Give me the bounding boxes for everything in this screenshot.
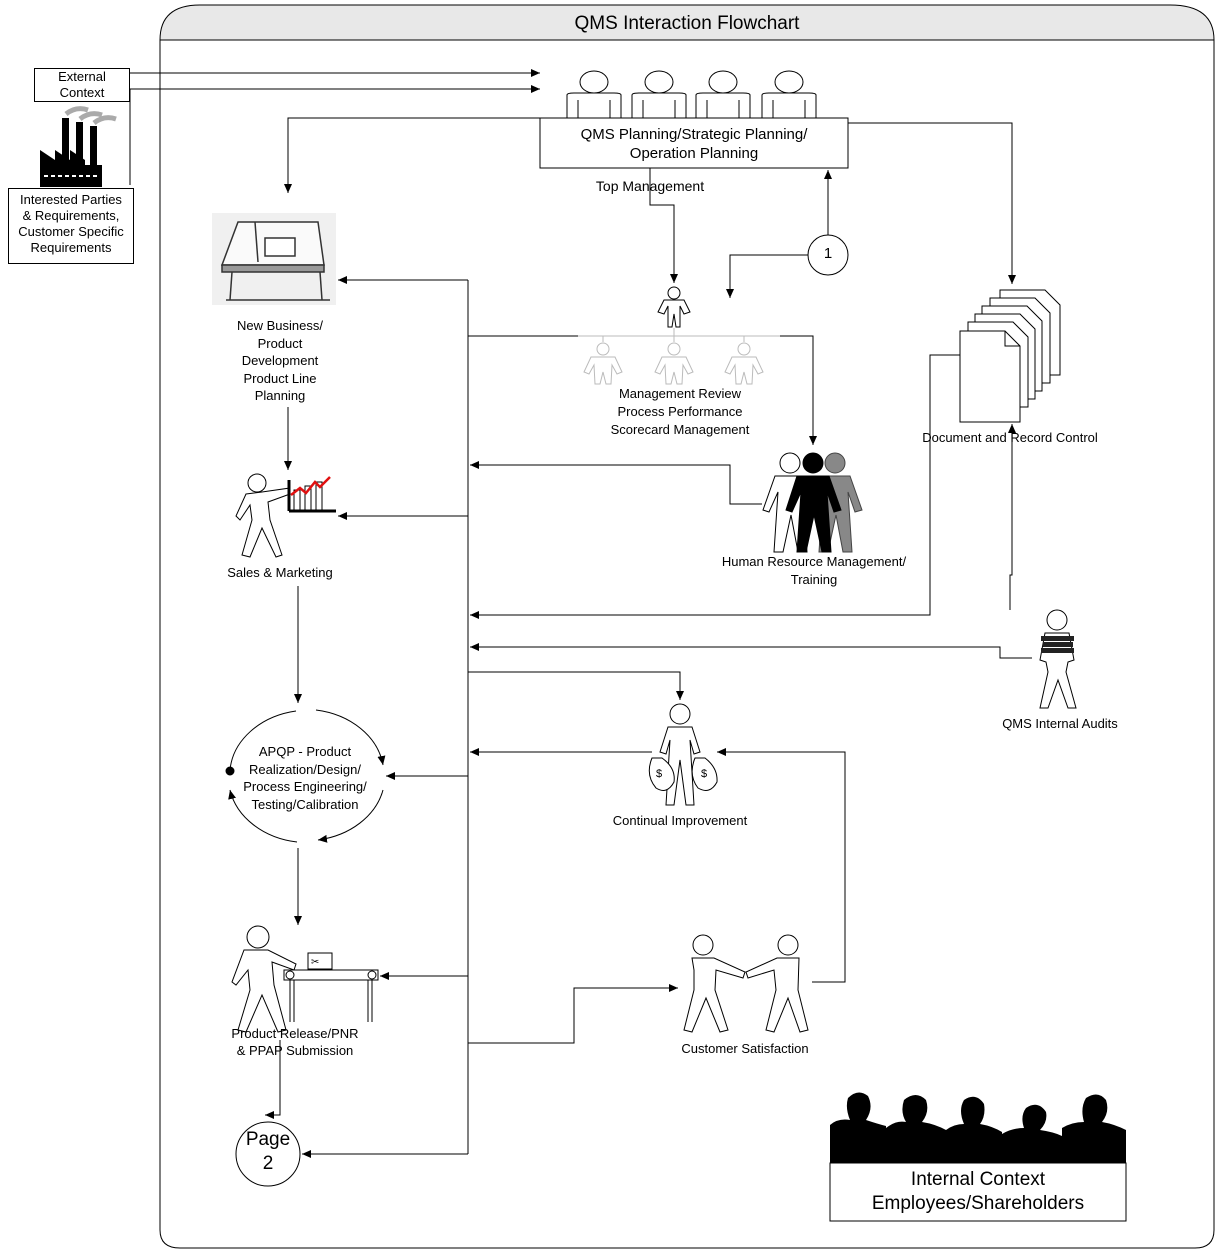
handshake-icon <box>683 934 809 1033</box>
page-2-label: Page 2 <box>245 1129 291 1174</box>
factory-icon <box>40 106 117 187</box>
document-control-label: Document and Record Control <box>922 430 1098 445</box>
internal-context-label: Internal Context Employees/Shareholders <box>871 1169 1085 1214</box>
auditor-icon <box>1039 609 1077 709</box>
flow-connectors <box>128 69 1032 1158</box>
interested-parties-box: Interested Parties & Requirements, Custo… <box>8 188 134 264</box>
money-symbol: $ <box>701 768 707 780</box>
page-2-connector <box>235 1121 301 1187</box>
top-management-label: Top Management <box>595 178 705 194</box>
conveyor-worker-icon: ✂ <box>231 925 379 1033</box>
apqp-label: APQP - Product Realization/Design/ Proce… <box>243 744 367 812</box>
hr-team-icon <box>762 452 863 553</box>
diagram-title: QMS Interaction Flowchart <box>574 13 800 34</box>
documents-icon <box>959 289 1061 423</box>
management-review-label: Management Review Process Performance Sc… <box>610 386 750 437</box>
customer-satisfaction-label: Customer Satisfaction <box>681 1041 809 1056</box>
internal-audits-label: QMS Internal Audits <box>1002 716 1118 731</box>
drafting-table-icon <box>212 213 336 305</box>
org-chart-icon <box>578 286 780 385</box>
connector-1-label: 1 <box>823 245 833 262</box>
product-release-label: Product Release/PNR & PPAP Submission <box>231 1026 359 1058</box>
continual-improvement-label: Continual Improvement <box>612 813 748 828</box>
sales-marketing-label: Sales & Marketing <box>227 565 333 580</box>
svg-text:✂: ✂ <box>311 957 319 968</box>
planning-box <box>539 117 849 169</box>
planning-label: QMS Planning/Strategic Planning/ Operati… <box>580 126 808 162</box>
internal-context-box <box>829 1162 1127 1222</box>
apqp-cycle-arrows <box>225 709 386 843</box>
external-context-box: External Context <box>34 68 130 102</box>
main-frame <box>159 4 1215 1249</box>
sales-figure-icon <box>235 473 336 558</box>
top-management-group-icon <box>566 70 817 120</box>
new-business-label: New Business/ Product Development Produc… <box>237 318 323 403</box>
hr-label: Human Resource Management/ Training <box>721 554 907 587</box>
money-bags-figure-icon: $ $ <box>648 703 718 806</box>
money-symbol: $ <box>656 768 662 780</box>
audience-silhouettes-icon <box>830 1092 1126 1163</box>
